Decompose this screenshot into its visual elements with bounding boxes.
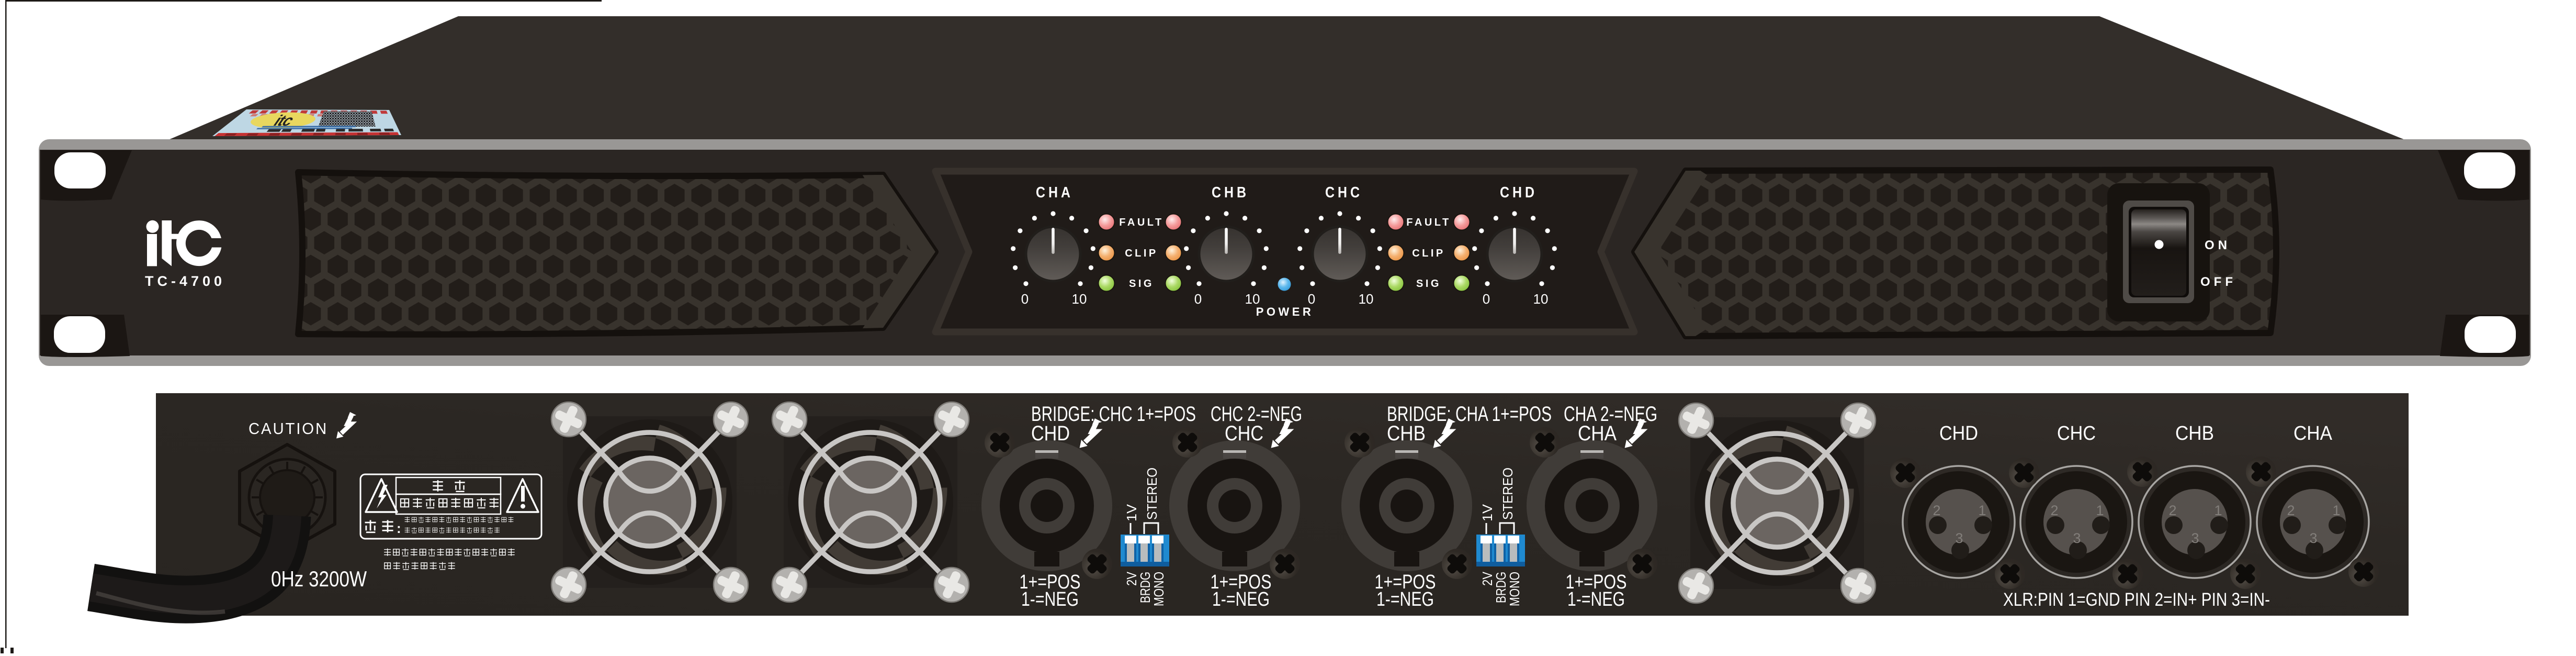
svg-text:1V: 1V bbox=[1124, 504, 1139, 521]
svg-text:1V: 1V bbox=[1479, 504, 1495, 521]
svg-text:CLIP: CLIP bbox=[1412, 248, 1445, 259]
svg-text:CAUTION: CAUTION bbox=[248, 419, 328, 438]
svg-text:BRDG: BRDG bbox=[1137, 572, 1153, 603]
svg-text:STEREO: STEREO bbox=[1144, 468, 1160, 520]
svg-text:1-=NEG: 1-=NEG bbox=[1376, 588, 1434, 610]
svg-text:0: 0 bbox=[1194, 291, 1202, 307]
svg-text:MONO: MONO bbox=[1507, 572, 1522, 606]
svg-text:FAULT: FAULT bbox=[1406, 217, 1451, 228]
svg-text:1+=POS: 1+=POS bbox=[1211, 571, 1272, 593]
svg-text:BRIDGE: CHC 1+=POS: BRIDGE: CHC 1+=POS bbox=[1031, 403, 1196, 426]
svg-text:1-=NEG: 1-=NEG bbox=[1021, 588, 1079, 610]
svg-text:2V: 2V bbox=[1479, 571, 1495, 586]
svg-text:CHC: CHC bbox=[1225, 422, 1263, 445]
svg-text:CHA: CHA bbox=[1036, 184, 1074, 201]
svg-text:0: 0 bbox=[1308, 291, 1315, 307]
svg-text:FAULT: FAULT bbox=[1119, 217, 1163, 228]
svg-text:CHB: CHB bbox=[2175, 422, 2214, 444]
svg-text:CHA: CHA bbox=[2293, 422, 2333, 444]
svg-text:2V: 2V bbox=[1124, 571, 1139, 586]
svg-text:CLIP: CLIP bbox=[1125, 248, 1158, 259]
svg-text:OFF: OFF bbox=[2200, 275, 2236, 289]
svg-text:SIG: SIG bbox=[1129, 278, 1154, 290]
svg-text:CHA: CHA bbox=[1578, 422, 1617, 445]
svg-text:1+=POS: 1+=POS bbox=[1020, 571, 1081, 593]
svg-text:CHC: CHC bbox=[2057, 422, 2096, 444]
svg-text:ON: ON bbox=[2205, 238, 2231, 252]
svg-text:SIG: SIG bbox=[1416, 278, 1441, 290]
svg-text:CHC: CHC bbox=[1325, 184, 1363, 201]
svg-text:CHB: CHB bbox=[1212, 184, 1249, 201]
svg-text:1-=NEG: 1-=NEG bbox=[1212, 588, 1270, 610]
svg-text:XLR:PIN 1=GND PIN 2=IN+ PIN 3=: XLR:PIN 1=GND PIN 2=IN+ PIN 3=IN- bbox=[2003, 590, 2270, 610]
svg-text:0: 0 bbox=[1021, 291, 1029, 307]
svg-text:CHD: CHD bbox=[1031, 422, 1070, 445]
svg-text:0Hz 3200W: 0Hz 3200W bbox=[271, 566, 367, 591]
svg-text:POWER: POWER bbox=[1256, 305, 1314, 318]
svg-text:1-=NEG: 1-=NEG bbox=[1567, 588, 1625, 610]
svg-text:10: 10 bbox=[1245, 291, 1260, 307]
svg-text:10: 10 bbox=[1072, 291, 1087, 307]
svg-text:STEREO: STEREO bbox=[1500, 468, 1516, 520]
svg-text:CHB: CHB bbox=[1387, 422, 1426, 445]
svg-text:TC-4700: TC-4700 bbox=[145, 273, 225, 289]
svg-text:10: 10 bbox=[1533, 291, 1549, 307]
svg-text:0: 0 bbox=[1483, 291, 1490, 307]
svg-text:1+=POS: 1+=POS bbox=[1375, 571, 1436, 593]
svg-text:BRIDGE: CHA 1+=POS: BRIDGE: CHA 1+=POS bbox=[1387, 403, 1552, 426]
svg-text:1+=POS: 1+=POS bbox=[1566, 571, 1627, 593]
svg-text:CHD: CHD bbox=[1939, 422, 1978, 444]
svg-text:CHD: CHD bbox=[1500, 184, 1538, 201]
svg-text:BRDG: BRDG bbox=[1493, 572, 1509, 603]
svg-text:10: 10 bbox=[1359, 291, 1374, 307]
svg-text::: : bbox=[397, 520, 401, 536]
svg-text:MONO: MONO bbox=[1151, 572, 1167, 606]
